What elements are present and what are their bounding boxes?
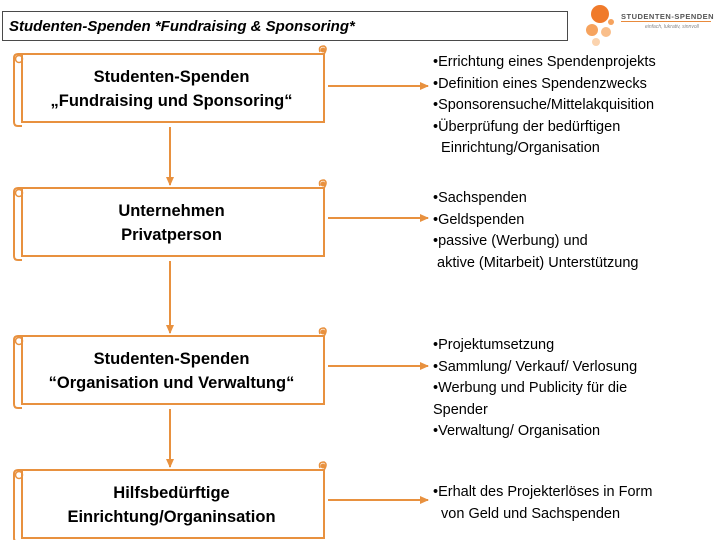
detail-item: •Verwaltung/ Organisation [433,423,601,439]
logo-text: STUDENTEN-SPENDEN [621,12,715,21]
scroll-curl-dot [320,329,326,335]
scroll-body [21,187,325,257]
detail-item: •Werbung und Publicity für die [433,380,628,396]
scroll-right-curl [318,45,327,55]
detail-item: •Geldspenden [433,211,525,228]
details-list-recipient: •Erhalt des Projekterlöses in Form von G… [433,482,652,525]
detail-item: Spender [433,401,488,418]
detail-item: •Projektumsetzung [433,337,555,353]
scroll-curl [14,54,24,64]
scroll-left-roll [13,187,22,261]
scroll-curl [14,470,24,480]
details-list-fundraising: •Errichtung eines Spendenprojekts •Defin… [433,52,656,160]
step-subtitle: Einrichtung/Organinsation [67,508,276,526]
detail-item: von Geld und Sachspenden [433,505,621,522]
logo-tagline: einfach, lukrativ, sinnvoll [645,24,699,30]
detail-item: Einrichtung/Organisation [433,140,600,156]
scroll-body [21,335,325,405]
scroll-right-curl [318,461,327,471]
detail-item: •Überprüfung der bedürftigen [433,118,621,135]
logo-divider [621,21,711,22]
detail-item: •Sammlung/ Verkauf/ Verlosung [433,358,638,375]
detail-item: •Erhalt des Projekterlöses in Form [433,484,653,500]
page-title: Studenten-Spenden *Fundraising & Sponsor… [9,18,355,35]
scroll-right-curl [318,327,327,337]
step-title: Studenten-Spenden [93,350,250,368]
scroll-curl-dot [320,463,326,469]
details-list-organisation: •Projektumsetzung •Sammlung/ Verkauf/ Ve… [433,335,637,443]
scroll-body [21,469,325,539]
scroll-right-curl [318,179,327,189]
detail-item: •passive (Werbung) und [433,233,588,249]
scroll-curl [14,336,24,346]
step-subtitle: „Fundraising und Sponsoring“ [50,92,293,110]
scroll-left-roll [13,53,22,127]
scroll-left-roll [13,335,22,409]
details-list-donors: •Sachspenden •Geldspenden •passive (Werb… [433,188,639,274]
step-title: Unternehmen [118,202,225,220]
detail-item: •Sachspenden [433,190,527,206]
step-box-donors: Unternehmen Privatperson [20,192,323,254]
scroll-left-roll [13,469,22,540]
scroll-frame [13,45,327,127]
scroll-frame [13,179,327,261]
title-bar: Studenten-Spenden *Fundraising & Sponsor… [2,11,568,41]
scroll-curl-dot [320,181,326,187]
scroll-frame [13,461,327,540]
step-title: Hilfsbedürftige [113,484,230,502]
scroll-curl-dot [320,47,326,53]
scroll-frame [13,327,327,409]
detail-item: aktive (Mitarbeit) Unterstützung [433,254,639,271]
detail-item: •Definition eines Spendenzwecks [433,75,647,92]
detail-item: •Sponsorensuche/Mittelakquisition [433,97,655,113]
scroll-curl [14,188,24,198]
step-subtitle: “Organisation und Verwaltung“ [48,374,295,392]
step-title: Studenten-Spenden [93,68,250,86]
step-box-recipient: Hilfsbedürftige Einrichtung/Organinsatio… [20,474,323,536]
scroll-body [21,53,325,123]
detail-item: •Errichtung eines Spendenprojekts [433,54,656,70]
logo-icon [586,5,614,46]
step-subtitle: Privatperson [121,226,222,244]
step-box-fundraising: Studenten-Spenden „Fundraising und Spons… [20,58,323,120]
step-box-organisation: Studenten-Spenden “Organisation und Verw… [20,340,323,402]
